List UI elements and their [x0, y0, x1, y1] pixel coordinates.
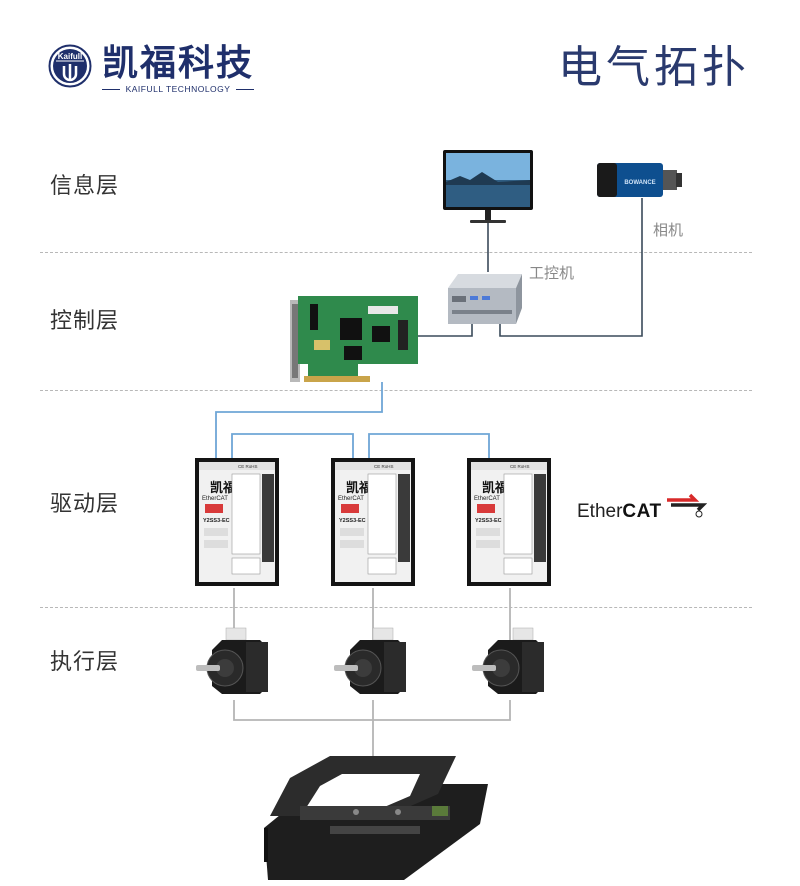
brand-logo-icon: Kaifull — [48, 44, 92, 88]
camera-icon: BOWANCE — [597, 163, 682, 197]
driver-model-text: Y2SS3-EC — [203, 518, 230, 524]
xy-motion-stage-icon — [264, 756, 488, 880]
driver-brand-text: 凯福 — [210, 480, 236, 495]
ipc-label: 工控机 — [529, 264, 575, 282]
servo-driver-icon: 凯福 EtherCAT Y2SS3-EC CE RoHS — [331, 458, 415, 586]
bus-driver1-driver2 — [231, 433, 354, 458]
layer-divider — [40, 390, 752, 391]
ethercat-bus-lines — [215, 382, 490, 458]
camera-brand-text: BOWANCE — [624, 180, 655, 186]
layer-label-info: 信息层 — [50, 174, 120, 199]
stepper-motor-icon — [196, 627, 268, 694]
driver-brand-text: 凯福 — [346, 480, 372, 495]
driver-bus-text: EtherCAT — [338, 496, 364, 502]
driver-model-text: Y2SS3-EC — [339, 518, 366, 524]
motion-control-card-icon — [290, 296, 418, 382]
driver-ce-text: CE RoHS — [374, 464, 394, 469]
bus-card-driver1 — [215, 382, 383, 458]
connection-wires — [418, 198, 643, 337]
layer-divider — [40, 607, 752, 608]
stepper-motor-icon — [472, 627, 544, 694]
driver-bus-text: EtherCAT — [474, 496, 500, 502]
servo-driver-icon: 凯福 EtherCAT Y2SS3-EC CE RoHS — [195, 458, 279, 586]
brand-name-cn: 凯福科技 — [102, 43, 255, 84]
monitor-icon — [443, 150, 533, 223]
ethercat-text-bold: CAT — [622, 501, 662, 522]
tagline-rule-right — [236, 88, 255, 90]
brand-name-en: KAIFULL TECHNOLOGY — [125, 84, 231, 94]
tagline-rule-left — [102, 88, 120, 90]
layer-label-drive: 驱动层 — [50, 492, 120, 517]
layer-label-control: 控制层 — [50, 309, 120, 334]
ethercat-arrows-icon — [667, 493, 707, 518]
servo-driver-icon: 凯福 EtherCAT Y2SS3-EC CE RoHS — [467, 458, 551, 586]
brand-tagline: KAIFULL TECHNOLOGY — [102, 84, 255, 94]
page-title: 电气拓扑 — [558, 42, 750, 93]
logo-text: Kaifull — [58, 52, 82, 61]
driver-bus-text: EtherCAT — [202, 496, 228, 502]
driver-ce-text: CE RoHS — [510, 464, 530, 469]
layer-label-execute: 执行层 — [50, 650, 120, 675]
driver-model-text: Y2SS3-EC — [475, 518, 502, 524]
ethercat-logo: EtherCAT — [577, 500, 662, 524]
layer-divider — [40, 252, 752, 253]
stepper-motor-icon — [334, 627, 406, 694]
camera-label: 相机 — [653, 221, 684, 239]
card-ipc-wire — [418, 324, 473, 337]
driver-brand-text: 凯福 — [482, 480, 508, 495]
industrial-pc-icon — [448, 274, 522, 324]
ethercat-text-light: Ether — [577, 501, 623, 522]
camera-ipc-wire — [499, 198, 643, 337]
driver-ce-text: CE RoHS — [238, 464, 258, 469]
bus-driver2-driver3 — [368, 433, 490, 458]
